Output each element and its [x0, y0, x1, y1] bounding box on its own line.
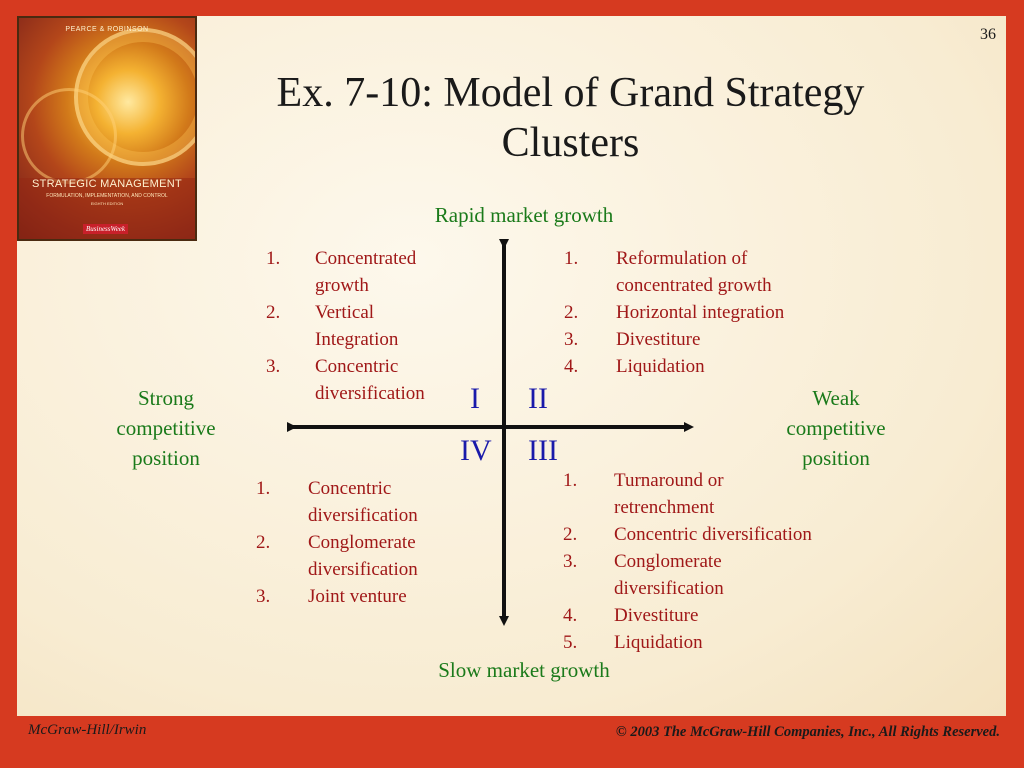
strategy-item-text: Divestiture — [616, 329, 701, 350]
strategy-item-number: 4. — [564, 356, 579, 377]
strategy-item: 3. Divestiture — [564, 326, 834, 353]
strategy-item-text: Conglomerate — [614, 551, 722, 572]
strategy-item-number: 3. — [266, 356, 281, 377]
strategy-item-number: 2. — [563, 524, 578, 545]
strategy-item-text: diversification — [308, 505, 418, 526]
book-author: PEARCE & ROBINSON — [65, 26, 149, 33]
strategy-item: 1. Concentric diversification — [256, 475, 456, 529]
strategy-item-number: 4. — [563, 605, 578, 626]
quadrant-number-iv: IV — [460, 434, 492, 467]
strategy-item-number: 5. — [563, 632, 578, 653]
strategy-item-text: Liquidation — [614, 632, 703, 653]
strategy-item-number: 1. — [563, 470, 578, 491]
quadrant-iv-strategy-list: 1. Concentric diversification 2. Conglomerat… — [256, 475, 456, 610]
quadrant-iii-strategy-list: 1. Turnaround or retrenchment 2. Concentric … — [563, 467, 863, 656]
strategy-item-text: Horizontal integration — [616, 302, 785, 323]
strategy-item-text: Vertical — [315, 302, 375, 323]
page-number: 36 — [980, 26, 996, 43]
footer-copyright: © 2003 The McGraw-Hill Companies, Inc., … — [615, 724, 1000, 740]
strategy-item-text: Liquidation — [616, 356, 705, 377]
strategy-item-text: Concentrated — [315, 248, 417, 269]
strategy-item-text: diversification — [614, 578, 724, 599]
strategy-item-number: 2. — [266, 302, 281, 323]
quadrant-ii-strategy-list: 1. Reformulation of concentrated growth 2. H… — [564, 245, 834, 380]
strategy-item: 2. Horizontal integration — [564, 299, 834, 326]
axis-label-right: Weak competitive position — [786, 386, 886, 470]
strategy-item-text: Conglomerate — [308, 532, 416, 553]
textbook-cover-image: PEARCE & ROBINSON STRATEGIC MANAGEMENT F… — [17, 16, 197, 241]
title-line-2: Clusters — [501, 120, 640, 166]
strategy-item-number: 3. — [564, 329, 579, 350]
strategy-item-text: diversification — [308, 559, 418, 580]
strategy-item-number: 1. — [266, 248, 281, 269]
axis-label-left: Strong competitive position — [116, 386, 216, 470]
strategy-item: 3. Concentric diversification — [266, 353, 456, 407]
strategy-item-text: Concentric — [315, 356, 399, 377]
quadrant-number-iii: III — [528, 434, 558, 467]
strategy-item: 4. Liquidation — [564, 353, 834, 380]
strategy-item-text: Reformulation of — [616, 248, 748, 269]
strategy-item-text: retrenchment — [614, 497, 715, 518]
businessweek-logo: BusinessWeek — [83, 224, 129, 234]
strategy-item: 5. Liquidation — [563, 629, 863, 656]
strategy-item-text: diversification — [315, 383, 425, 404]
strategy-item: 3. Conglomerate diversification — [563, 548, 863, 602]
axes-diagram — [287, 239, 694, 626]
book-edition: EIGHTH EDITION — [90, 201, 124, 206]
strategy-item-number: 2. — [564, 302, 579, 323]
book-subtitle: FORMULATION, IMPLEMENTATION, AND CONTROL — [46, 193, 168, 199]
strategy-item-text: Turnaround or — [614, 470, 724, 491]
strategy-item-number: 1. — [564, 248, 579, 269]
axis-label-top: Rapid market growth — [434, 203, 614, 227]
strategy-item: 3. Joint venture — [256, 583, 456, 610]
strategy-item-text: Divestiture — [614, 605, 699, 626]
slide: PEARCE & ROBINSON STRATEGIC MANAGEMENT F… — [17, 16, 1006, 716]
slide-title: Ex. 7-10: Model of Grand Strategy Cluste… — [217, 68, 924, 168]
strategy-item: 2. Conglomerate diversification — [256, 529, 456, 583]
strategy-item-text: Integration — [315, 329, 399, 350]
strategy-item: 1. Concentrated growth — [266, 245, 456, 299]
footer-publisher: McGraw-Hill/Irwin — [28, 722, 147, 738]
title-line-1: Ex. 7-10: Model of Grand Strategy — [276, 70, 865, 116]
strategy-item-text: growth — [315, 275, 369, 296]
strategy-item-text: Joint venture — [308, 586, 407, 607]
quadrant-number-i: I — [470, 382, 480, 415]
strategy-item: 4. Divestiture — [563, 602, 863, 629]
quadrant-number-ii: II — [528, 382, 548, 415]
book-title: STRATEGIC MANAGEMENT — [31, 178, 183, 190]
strategy-item-number: 1. — [256, 478, 271, 499]
strategy-item-number: 3. — [563, 551, 578, 572]
strategy-item: 1. Turnaround or retrenchment — [563, 467, 863, 521]
strategy-item: 1. Reformulation of concentrated growth — [564, 245, 834, 299]
strategy-item-text: Concentric — [308, 478, 392, 499]
strategy-item: 2. Concentric diversification — [563, 521, 863, 548]
axis-label-bottom: Slow market growth — [438, 658, 610, 682]
strategy-item-text: Concentric diversification — [614, 524, 812, 545]
strategy-item-number: 2. — [256, 532, 271, 553]
strategy-item-number: 3. — [256, 586, 271, 607]
strategy-item-text: concentrated growth — [616, 275, 772, 296]
